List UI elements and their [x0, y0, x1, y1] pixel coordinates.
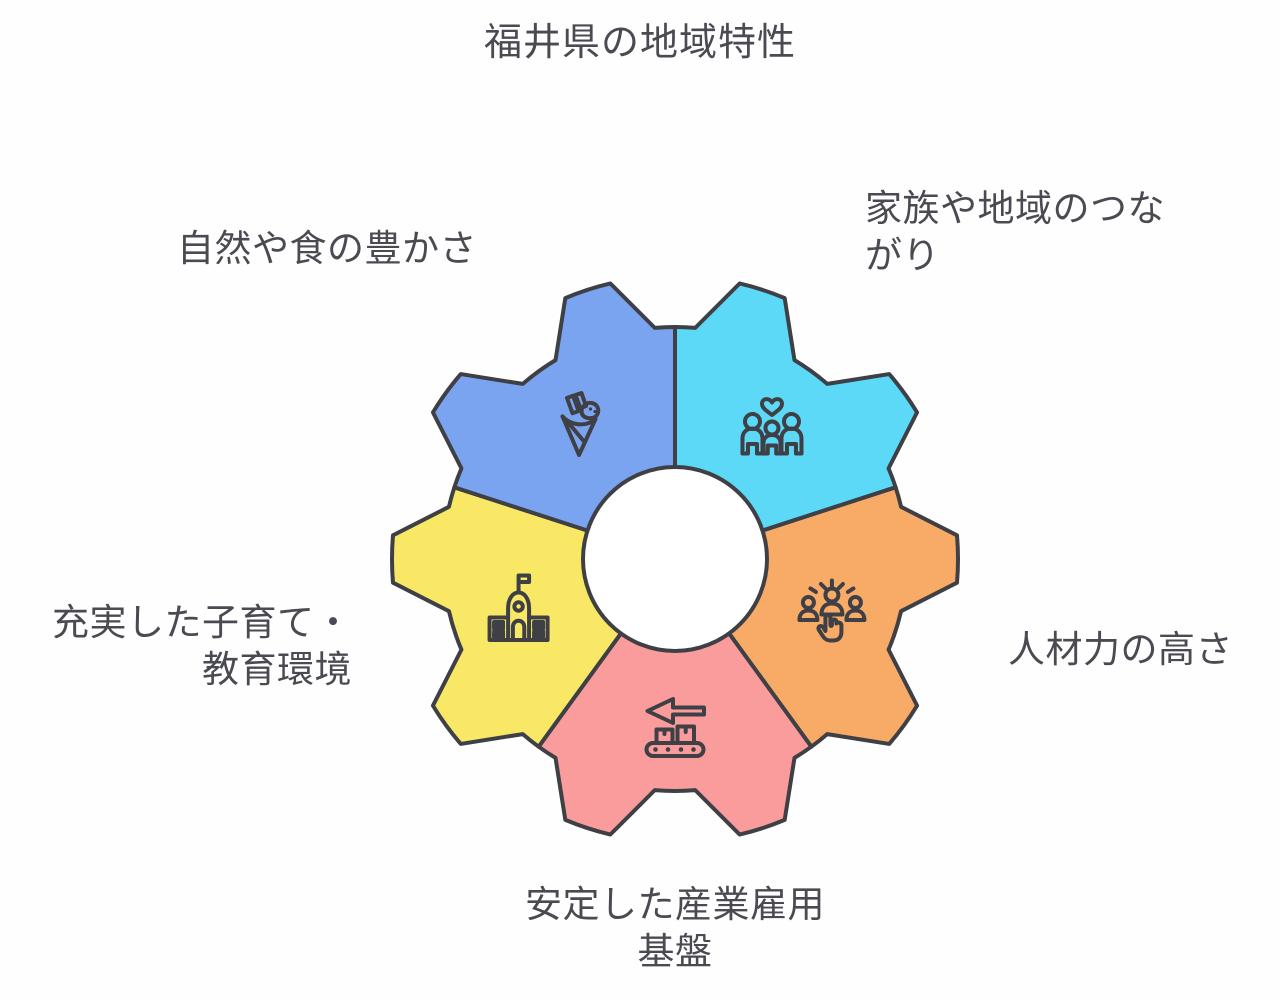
- talent-selection-icon: [797, 578, 867, 643]
- family-heart-icon: [740, 397, 804, 456]
- segment-label-community: 家族や地域のつな がり: [865, 188, 1165, 276]
- segment-label-talent: 人材力の高さ: [1008, 629, 1233, 670]
- segment-label-education: 充実した子育て・ 教育環境: [52, 602, 352, 690]
- gear-hub: [581, 465, 769, 653]
- crepe-food-icon: [560, 391, 601, 458]
- segment-industry: [536, 557, 814, 837]
- segment-label-industry: 安定した産業雇用 基盤: [525, 884, 825, 972]
- school-icon: [487, 573, 550, 642]
- segment-label-nature: 自然や食の豊かさ: [177, 228, 477, 269]
- diagram-title: 福井県の地域特性: [483, 22, 796, 64]
- conveyor-belt-icon: [644, 697, 706, 758]
